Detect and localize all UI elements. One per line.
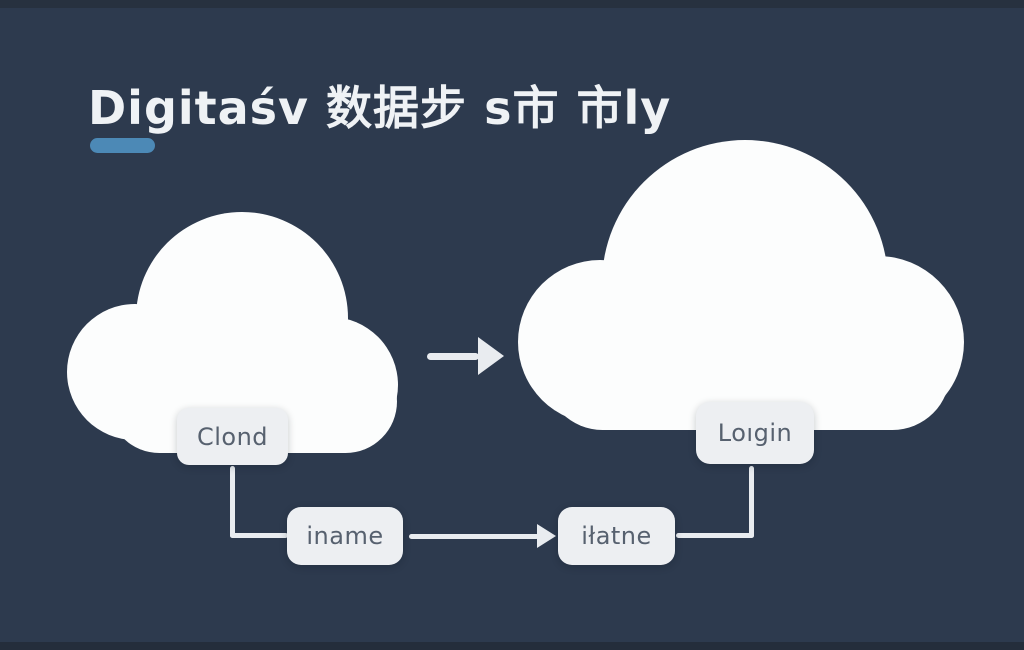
connector-clond-iname-vertical bbox=[230, 466, 235, 538]
connector-login-ilatne-vertical bbox=[749, 466, 754, 538]
bottom-border-band bbox=[0, 642, 1024, 650]
connector-clond-iname-horizontal bbox=[230, 533, 288, 538]
arrow-iname-ilatne-shaft bbox=[409, 534, 539, 539]
connector-login-ilatne-horizontal bbox=[676, 533, 754, 538]
node-iname: iname bbox=[287, 507, 403, 565]
arrow-iname-ilatne-arrowhead-icon bbox=[537, 524, 556, 548]
cloud-to-cloud-arrow-shaft bbox=[427, 353, 479, 360]
top-border-band bbox=[0, 0, 1024, 8]
cloud-left-label: Clond bbox=[196, 422, 269, 451]
cloud-to-cloud-arrowhead-icon bbox=[478, 337, 504, 375]
title-accent-underline bbox=[90, 138, 155, 153]
node-ilatne: iłatne bbox=[558, 507, 675, 565]
page-title: Digitaśv 数据步 s市 市ly bbox=[88, 81, 672, 135]
node-iname-label: iname bbox=[306, 522, 384, 550]
cloud-right-label: Loıgin bbox=[717, 419, 793, 447]
node-ilatne-label: iłatne bbox=[581, 522, 652, 550]
cloud-left-label-node: Clond bbox=[177, 408, 288, 465]
cloud-right-label-node: Loıgin bbox=[696, 402, 814, 464]
cloud-left-shape bbox=[62, 206, 402, 456]
